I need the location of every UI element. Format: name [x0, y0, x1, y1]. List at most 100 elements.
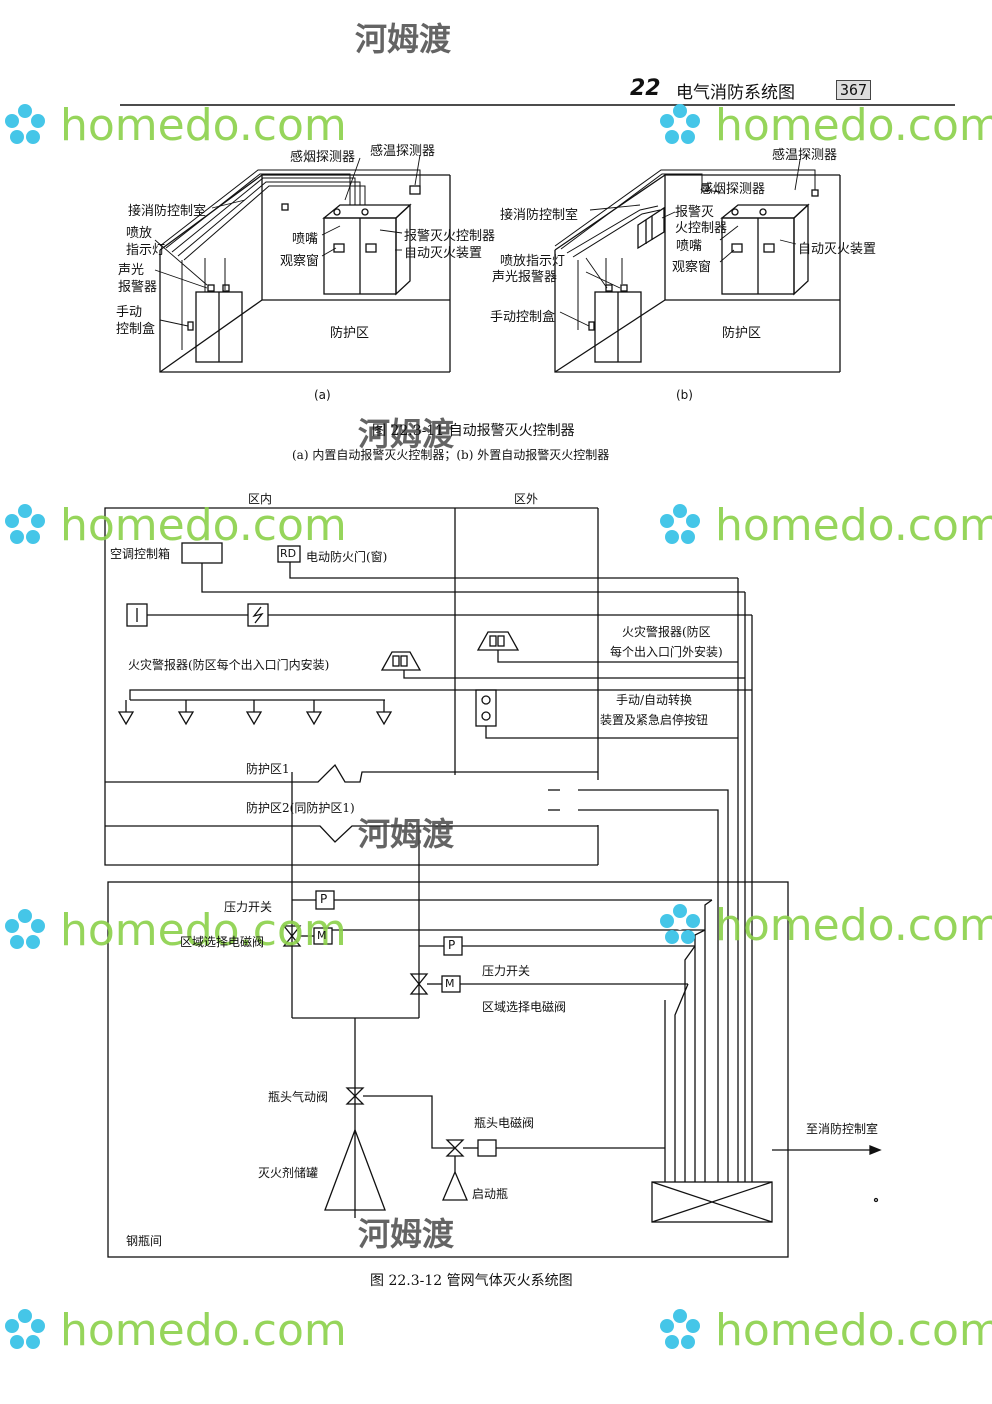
- chapter-number: 22: [630, 76, 661, 101]
- fig11b-leaders: [559, 159, 801, 327]
- heat-detector-label: 感温探测器: [772, 148, 838, 163]
- solenoid-m1: M: [317, 929, 327, 942]
- pressure-switch-1-label: 压力开关: [224, 900, 273, 914]
- fig11a-cables: [159, 169, 421, 350]
- fig11b-room: [554, 174, 841, 373]
- cylinder-room-label: 钢瓶间: [126, 1234, 163, 1248]
- watermark-flower-icon: [660, 1309, 700, 1349]
- page-number: 367: [836, 80, 872, 100]
- fig11-caption: 图 22.3-11 自动报警灭火控制器: [372, 423, 575, 439]
- fig12-caption: 图 22.3-12 管网气体灭火系统图: [370, 1273, 573, 1289]
- start-bottle: [442, 1170, 468, 1201]
- ac-box-label: 空调控制箱: [110, 547, 171, 561]
- zone1-valve: [282, 925, 333, 947]
- pressure-switch-2-label: 压力开关: [482, 964, 531, 978]
- agent-tank: [324, 1128, 386, 1211]
- watermark-domain: homedo.com: [60, 1305, 347, 1356]
- window-label: 观察窗: [280, 254, 320, 269]
- fig12-zone-box: [104, 507, 599, 866]
- solenoid-m2: M: [445, 977, 455, 990]
- fig11a-cabinet: [281, 185, 421, 296]
- nozzle-label: 喷嘴: [676, 239, 703, 254]
- watermark-domain: homedo.com: [60, 905, 347, 956]
- alarm-outside-label: 火灾警报器(防区每个出入口门外安装): [610, 625, 723, 659]
- watermark-flower-icon: [660, 504, 700, 544]
- manual-box-label: 手动控制盒: [490, 310, 556, 325]
- fig11b-cabinet: [701, 184, 819, 296]
- watermark-domain: homedo.com: [715, 1305, 992, 1356]
- tank-label: 灭火剂储罐: [258, 1166, 319, 1180]
- chapter-title: 电气消防系统图: [676, 83, 795, 103]
- watermark-flower-icon: [660, 904, 700, 944]
- control-panel: [651, 1181, 773, 1223]
- alarm-label: 声光报警器: [118, 263, 158, 295]
- inside-zone-label: 区内: [248, 492, 273, 506]
- subfig-b-label: (b): [676, 388, 693, 402]
- fig11a-leaders: [154, 154, 421, 327]
- zone-pipes: [105, 763, 729, 1182]
- external-controller-label: 报警灭火控制器: [675, 205, 728, 236]
- watermark-domain: homedo.com: [715, 500, 992, 551]
- to-control-room-label: 接消防控制室: [128, 204, 207, 219]
- watermark-group: homedo.com 河姆渡 homedo.com homedo.com 河姆渡…: [5, 20, 992, 1356]
- zone2-label: 防护区2(同防护区1): [246, 801, 355, 815]
- feed-pipes: [291, 772, 420, 1218]
- spray-indicator-label: 喷放指示灯: [126, 226, 166, 258]
- watermark-domain: homedo.com: [60, 500, 347, 551]
- alarm-label: 声光报警器: [492, 270, 558, 285]
- zone-label: 防护区: [330, 326, 370, 341]
- watermark-flower-icon: [5, 1309, 45, 1349]
- subfig-a-label: (a): [314, 388, 331, 402]
- to-control-room-label: 接消防控制室: [500, 208, 579, 223]
- watermark-brand: 河姆渡: [355, 20, 452, 58]
- alarm-inside-symbol: [380, 651, 745, 679]
- fig11b-external-controller: [637, 206, 665, 250]
- cylinder-room-box: [107, 881, 789, 1258]
- watermark-brand: 河姆渡: [358, 415, 455, 453]
- spray-indicator-label: 喷放指示灯: [500, 254, 566, 269]
- smoke-detector-chain: [117, 689, 752, 726]
- zone-valve-2-label: 区域选择电磁阀: [482, 1000, 567, 1014]
- window-label: 观察窗: [672, 260, 712, 275]
- manual-box-label: 手动控制盒: [116, 305, 156, 337]
- switch-label: 手动/自动转换装置及紧急启停按钮: [600, 693, 709, 727]
- fig11b-door: [588, 284, 642, 363]
- heat-detector-label: 感温探测器: [370, 144, 436, 159]
- watermark-domain: homedo.com: [715, 900, 992, 951]
- bottle-gas-valve-label: 瓶头气动阀: [268, 1090, 329, 1104]
- watermark-flower-icon: [660, 104, 700, 144]
- alarm-outside-symbol: [476, 631, 738, 663]
- zone-valve-1-label: 区域选择电磁阀: [180, 935, 265, 949]
- start-bottle-label: 启动瓶: [472, 1187, 509, 1201]
- manual-switch-symbol: [475, 689, 738, 739]
- watermark-brand: 河姆渡: [358, 1215, 455, 1253]
- bottle-solenoid-label: 瓶头电磁阀: [474, 1116, 535, 1130]
- outside-zone-label: 区外: [514, 492, 539, 506]
- device-label: 自动灭火装置: [404, 246, 483, 261]
- to-control-room-label: 至消防控制室: [806, 1122, 879, 1136]
- watermark-flower-icon: [5, 104, 45, 144]
- smoke-detector-label: 感烟探测器: [290, 150, 356, 165]
- nozzle-label: 喷嘴: [292, 232, 319, 247]
- fig11a-room: [159, 174, 451, 373]
- watermark-domain: homedo.com: [60, 100, 347, 151]
- pressure-p1: P: [320, 892, 328, 906]
- to-room-arrow: [772, 1145, 882, 1155]
- zone1-label: 防护区1: [246, 762, 290, 776]
- temp-detector-line: [126, 603, 752, 627]
- controller-label: 报警灭火控制器: [404, 229, 496, 244]
- bottle-solenoid-valve: [445, 1139, 665, 1172]
- watermark-flower-icon: [5, 909, 45, 949]
- fire-door-signal-line: [289, 562, 738, 579]
- zone-label: 防护区: [722, 326, 762, 341]
- watermark-flower-icon: [5, 504, 45, 544]
- ac-signal-line: [201, 563, 745, 593]
- fig11-subcaption: (a) 内置自动报警灭火控制器；(b) 外置自动报警灭火控制器: [292, 448, 610, 462]
- panel-wires: [664, 578, 753, 1182]
- device-label: 自动灭火装置: [798, 242, 877, 257]
- fig11a-door: [187, 284, 243, 363]
- alarm-inside-label: 火灾警报器(防区每个出入口门内安装): [128, 658, 330, 672]
- fire-door-label: 电动防火门(窗): [306, 550, 388, 564]
- bottle-gas-valve: [345, 1087, 455, 1149]
